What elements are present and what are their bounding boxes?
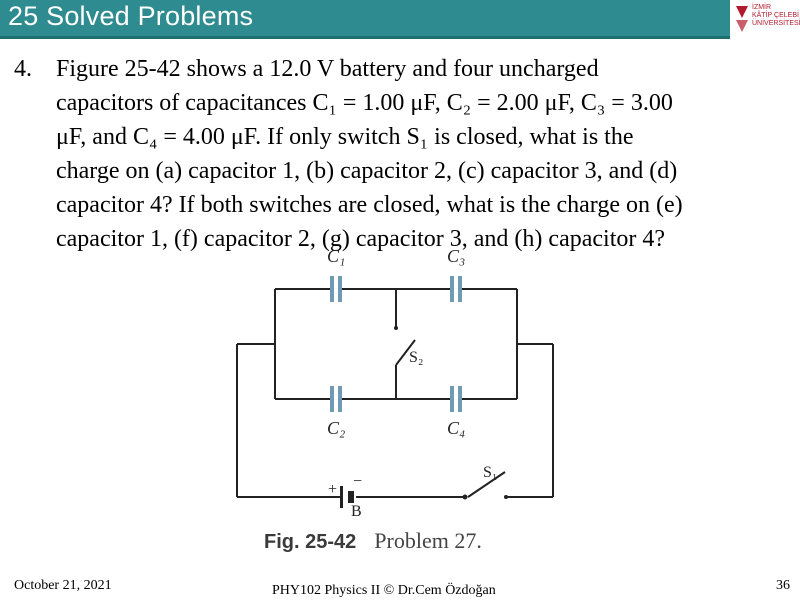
circuit-diagram: C₁ C₃ C₂ C₄ S₂ S₁ B + − <box>236 246 554 520</box>
page-number: 36 <box>776 578 790 593</box>
label-c4: C₄ <box>447 418 465 438</box>
label-minus: − <box>353 473 362 490</box>
label-c1: C₁ <box>327 246 345 266</box>
battery-icon <box>340 486 354 508</box>
caption-figure-number: Fig. 25-42 <box>264 531 357 553</box>
logo-text: İZMİR KÂTİP ÇELEBİ ÜNİVERSİTESİ <box>752 4 800 27</box>
label-c3: C₃ <box>447 246 465 266</box>
university-logo <box>734 2 798 36</box>
problem-line: Figure 25-42 shows a 12.0 V battery and … <box>56 56 599 82</box>
footer-course: PHY102 Physics II © Dr.Cem Özdoğan <box>272 583 496 598</box>
problem-line: charge on (a) capacitor 1, (b) capacitor… <box>56 158 678 184</box>
footer-date: October 21, 2021 <box>14 578 112 593</box>
label-battery: B <box>351 503 362 520</box>
label-s1: S₁ <box>483 464 497 481</box>
problem-number: 4. <box>14 56 32 82</box>
label-s2: S₂ <box>409 349 423 366</box>
problem-line: capacitor 1, (f) capacitor 2, (g) capaci… <box>56 226 665 252</box>
figure-caption: Fig. 25-42 Problem 27. <box>264 528 482 554</box>
page-title: 25 Solved Problems <box>8 1 254 31</box>
label-c2: C₂ <box>327 418 345 438</box>
capacitor-c1-icon <box>330 276 342 302</box>
caption-problem: Problem 27. <box>374 528 482 553</box>
problem-line: capacitors of capacitances C₁ = 1.00 μF,… <box>56 90 673 116</box>
capacitor-c4-icon <box>450 386 462 412</box>
s1-contact-icon <box>462 494 468 500</box>
label-plus: + <box>328 481 337 498</box>
capacitor-c3-icon <box>450 276 462 302</box>
capacitor-c2-icon <box>330 386 342 412</box>
title-bar: 25 Solved Problems <box>0 0 730 39</box>
problem-line: capacitor 4? If both switches are closed… <box>56 192 683 218</box>
problem-line: μF, and C₄ = 4.00 μF. If only switch S₁ … <box>56 124 634 150</box>
problem-text: Figure 25-42 shows a 12.0 V battery and … <box>56 52 776 256</box>
circuit-wires <box>236 288 554 498</box>
